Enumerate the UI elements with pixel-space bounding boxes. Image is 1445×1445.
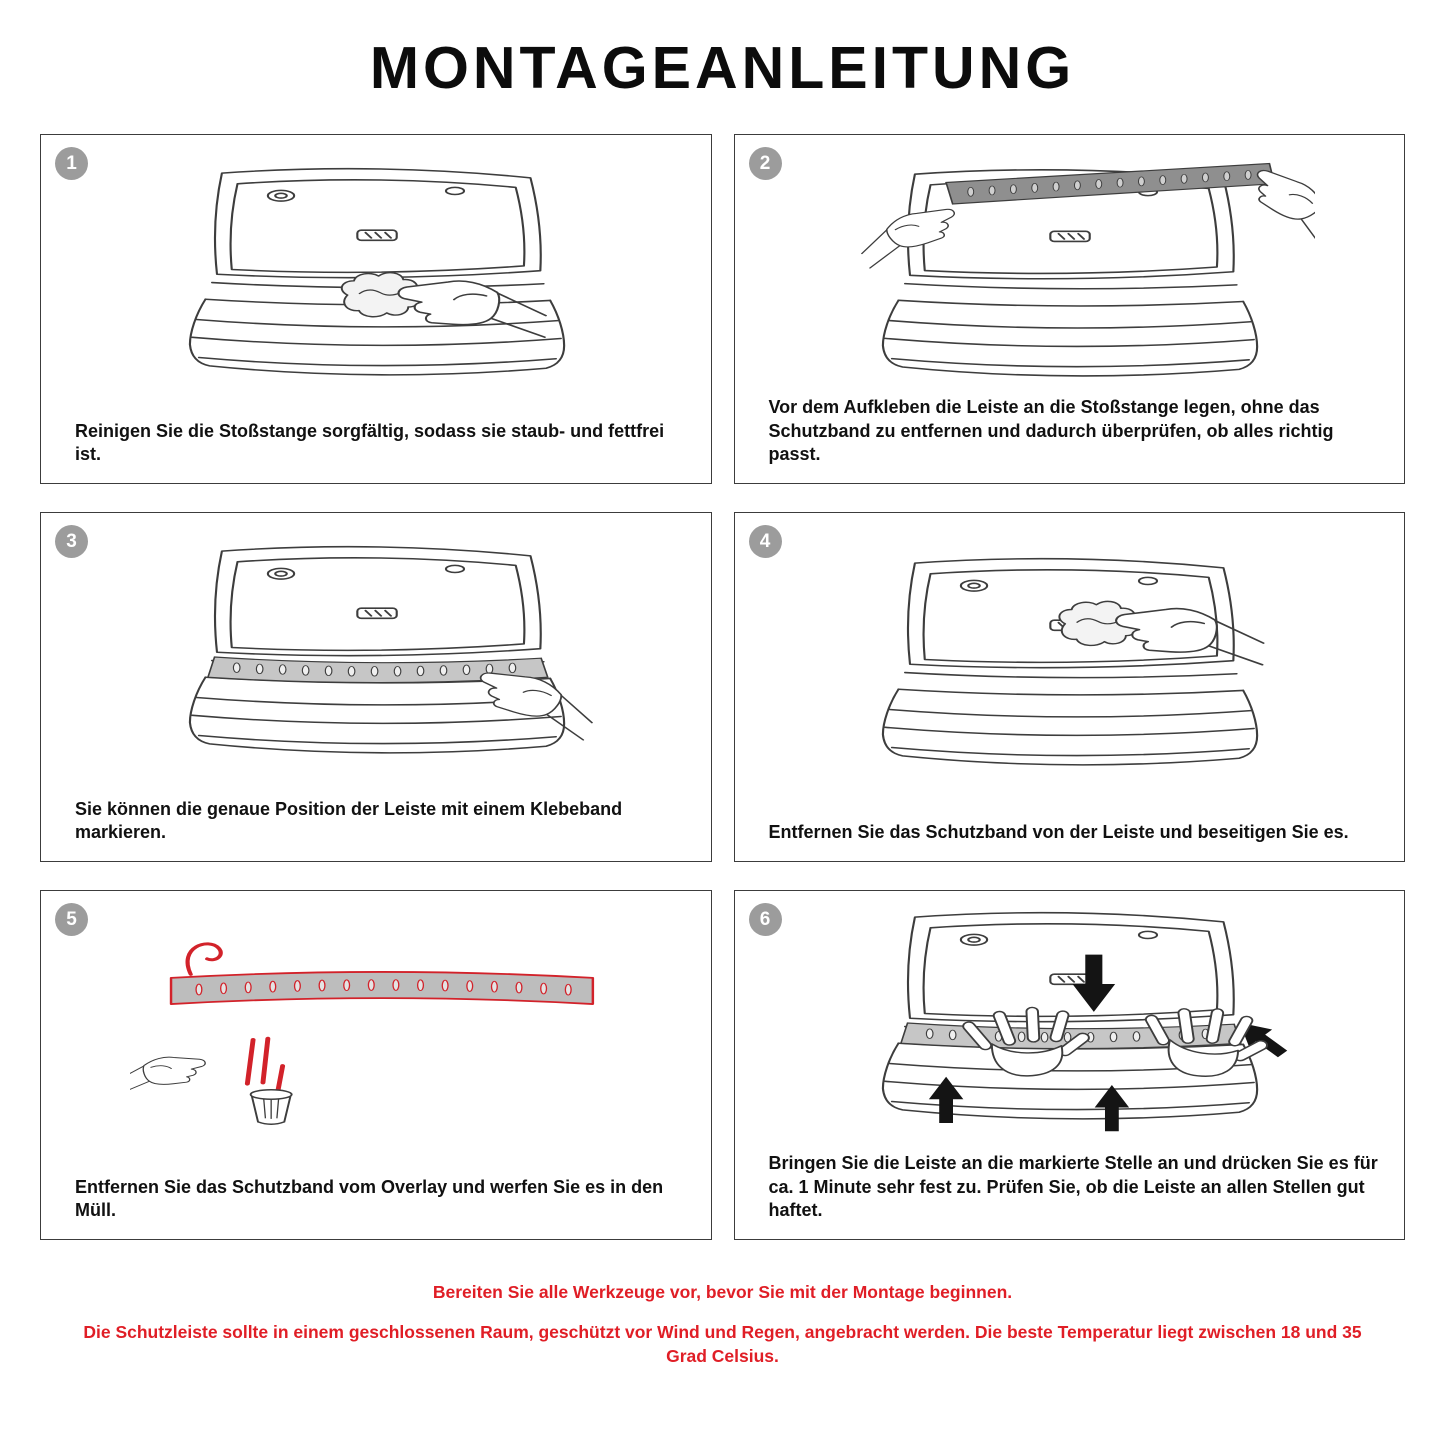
step-caption: Entfernen Sie das Schutzband vom Overlay… [75,1176,664,1221]
step-6-illustration-area [735,891,1405,1146]
strip-test-fit-illustration [846,160,1316,378]
step-number-badge: 3 [55,525,88,558]
car-rear-line-art [188,545,565,755]
step-caption: Bringen Sie die Leiste an die markierte … [768,1152,1378,1221]
step-panel-1: 1 Reinigen Sie die Stoßstange sorgfältig… [40,134,712,484]
step-caption: Entfernen Sie das Schutzband von der Lei… [768,822,1349,843]
protection-strip [945,163,1276,205]
strip-position-marking-illustration [188,545,609,755]
hand-icon [129,1050,211,1096]
overlay-film-disposal-illustration [129,942,594,1126]
step-panel-5: 5 [40,890,712,1240]
hand-icon [846,199,968,270]
footer-note-tools: Bereiten Sie alle Werkzeuge vor, bevor S… [432,1282,1013,1302]
car-rear-line-art [881,557,1259,767]
step-number-badge: 6 [748,903,782,936]
strip-pressing-illustration [881,912,1295,1132]
hand-icon [390,272,557,339]
footer-notes: Bereiten Sie alle Werkzeuge vor, bevor S… [0,1282,1445,1368]
step-number-badge: 4 [748,525,782,558]
car-rear-line-art [188,167,565,377]
arrow-up-icon [1094,1085,1130,1132]
step-2-illustration-area [735,135,1405,390]
step-number-badge: 5 [55,903,88,936]
step-caption: Reinigen Sie die Stoßstange sorgfältig, … [75,420,665,465]
car-rear-line-art [881,169,1259,378]
step-panel-3: 3 Sie können die genaue Position der Lei… [40,512,712,862]
step-4-illustration-area [735,513,1405,815]
step-panel-2: 2 [733,134,1405,484]
step-number-badge: 1 [55,147,88,180]
steps-grid: 1 Reinigen Sie die Stoßstange sorgfältig… [40,134,1405,1240]
peeling-film-curl [185,942,223,977]
step-caption: Sie können die genaue Position der Leist… [75,798,623,843]
step-5-illustration-area [41,891,711,1170]
hand-icon [1109,599,1275,666]
step-caption: Vor dem Aufkleben die Leiste an die Stoß… [768,396,1334,465]
step-1-illustration-area [41,135,711,414]
arrow-down-icon [1072,954,1116,1013]
step-number-badge: 2 [748,147,782,180]
arrow-up-icon [928,1077,964,1124]
step-panel-6: 6 Bringen Sie die Leiste an die mark [733,890,1405,1240]
step-panel-4: 4 Entfernen Sie das Schutzband von der L… [733,512,1405,862]
protection-strip-overlay [169,942,594,1006]
page-title: MONTAGEANLEITUNG [369,35,1076,101]
protective-tape-removal-illustration [881,557,1275,767]
step-3-illustration-area [41,513,711,792]
footer-note-conditions: Die Schutzleiste sollte in einem geschlo… [83,1322,1362,1366]
bumper-cleaning-illustration [188,167,565,377]
trash-bin-icon [249,1089,293,1126]
